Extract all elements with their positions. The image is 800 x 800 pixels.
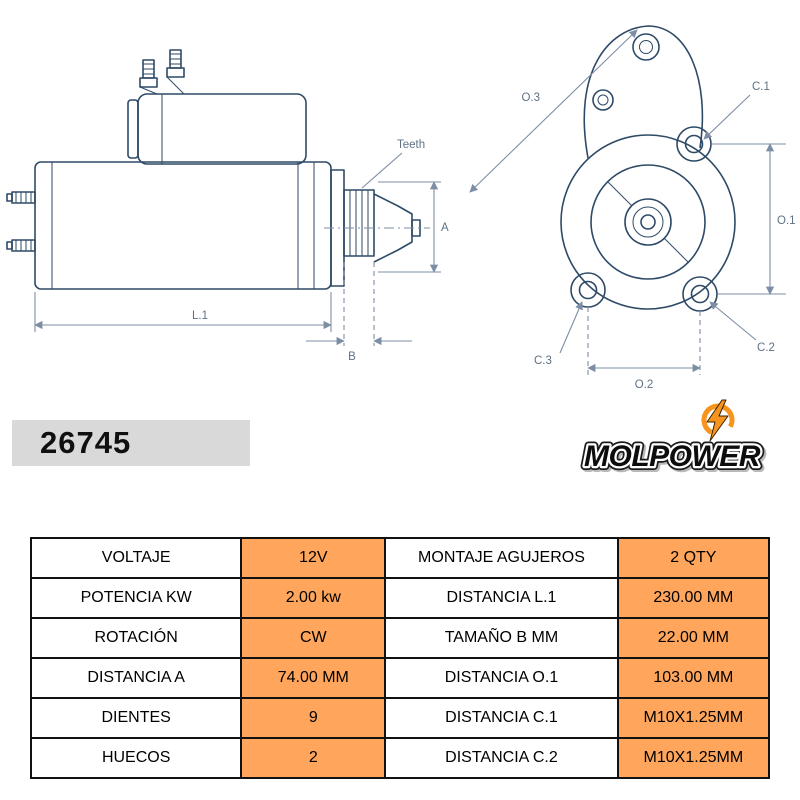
spec-value-cell: M10X1.25MM: [616, 697, 771, 739]
spec-param-cell: TAMAÑO B MM: [384, 617, 619, 659]
bolt-hole-bottom-right: [682, 276, 718, 312]
svg-text:MOLPOWER: MOLPOWER: [586, 442, 763, 475]
spec-param-cell: DISTANCIA A: [29, 657, 243, 699]
side-view-drawing: Teeth A L.1 B: [6, 49, 449, 363]
spec-param-cell: DIENTES: [29, 697, 243, 739]
bolt-hole-top-right: [676, 126, 712, 162]
spec-value-cell: CW: [240, 617, 387, 659]
spec-param-cell: DISTANCIA L.1: [384, 577, 619, 619]
pinion-drive-end: [324, 169, 430, 287]
dim-o2-label: O.2: [635, 379, 654, 391]
solenoid-front-dome: [583, 25, 704, 159]
spec-value-cell: 12V: [240, 537, 387, 579]
spec-value-cell: 230.00 MM: [616, 577, 771, 619]
dimension-o2: O.2: [587, 307, 701, 391]
starter-motor-technical-drawing: Teeth A L.1 B: [6, 25, 796, 391]
motor-body: [34, 161, 332, 290]
part-number: 26745: [40, 425, 132, 460]
dim-c2-label: C.2: [757, 342, 775, 354]
power-bolt-icon: [701, 399, 735, 442]
teeth-label: Teeth: [397, 139, 425, 151]
dim-o1-label: O.1: [777, 215, 796, 227]
dimension-o1: O.1: [712, 143, 796, 295]
spec-value-cell: M10X1.25MM: [616, 737, 771, 779]
brand-wordmark: MOLPOWER MOLPOWER MOLPOWER: [580, 436, 767, 479]
dimension-c3: C.3: [534, 301, 583, 367]
bolt-hole-bottom-left: [570, 272, 606, 308]
spec-value-cell: 22.00 MM: [616, 617, 771, 659]
dim-a-label: A: [441, 222, 449, 234]
front-view-drawing: O.3 C.1 O.1 C.2 C.3 O.2: [469, 25, 796, 391]
spec-value-cell: 103.00 MM: [616, 657, 771, 699]
dim-o3-label: O.3: [521, 92, 540, 104]
spec-param-cell: MONTAJE AGUJEROS: [384, 537, 619, 579]
spec-param-cell: DISTANCIA C.2: [384, 737, 619, 779]
table-row: POTENCIA KW 2.00 kw DISTANCIA L.1 230.00…: [29, 577, 771, 619]
spec-param-cell: POTENCIA KW: [29, 577, 243, 619]
table-row: VOLTAJE 12V MONTAJE AGUJEROS 2 QTY: [29, 537, 771, 579]
brand-logo: MOLPOWER MOLPOWER MOLPOWER: [580, 399, 767, 479]
spec-param-cell: VOLTAJE: [29, 537, 243, 579]
part-number-badge: 26745: [12, 420, 250, 466]
terminal-studs: [6, 191, 36, 252]
dim-c3-label: C.3: [534, 355, 552, 367]
svg-text:MOLPOWER: MOLPOWER: [584, 440, 761, 473]
spec-value-cell: 74.00 MM: [240, 657, 387, 699]
solenoid: [127, 49, 307, 165]
spec-value-cell: 9: [240, 697, 387, 739]
dimension-a: A: [378, 181, 449, 273]
spec-table: VOLTAJE 12V MONTAJE AGUJEROS 2 QTY POTEN…: [29, 537, 771, 779]
table-row: HUECOS 2 DISTANCIA C.2 M10X1.25MM: [29, 737, 771, 779]
spec-value-cell: 2.00 kw: [240, 577, 387, 619]
table-row: DIENTES 9 DISTANCIA C.1 M10X1.25MM: [29, 697, 771, 739]
dimension-c2: C.2: [709, 301, 775, 354]
table-row: ROTACIÓN CW TAMAÑO B MM 22.00 MM: [29, 617, 771, 659]
dimension-c1: C.1: [703, 81, 770, 140]
dimension-l1: L.1: [34, 292, 332, 332]
dimension-o3: O.3: [469, 29, 638, 193]
spec-param-cell: DISTANCIA C.1: [384, 697, 619, 739]
dimension-b: B: [306, 262, 412, 363]
spec-param-cell: DISTANCIA O.1: [384, 657, 619, 699]
dim-c1-label: C.1: [752, 81, 770, 93]
spec-value-cell: 2: [240, 737, 387, 779]
spec-param-cell: HUECOS: [29, 737, 243, 779]
mounting-flange: [560, 134, 736, 310]
spec-value-cell: 2 QTY: [616, 537, 771, 579]
dim-l1-label: L.1: [192, 310, 208, 322]
table-row: DISTANCIA A 74.00 MM DISTANCIA O.1 103.0…: [29, 657, 771, 699]
spec-param-cell: ROTACIÓN: [29, 617, 243, 659]
svg-text:MOLPOWER: MOLPOWER: [584, 440, 761, 473]
dim-b-label: B: [348, 351, 356, 363]
